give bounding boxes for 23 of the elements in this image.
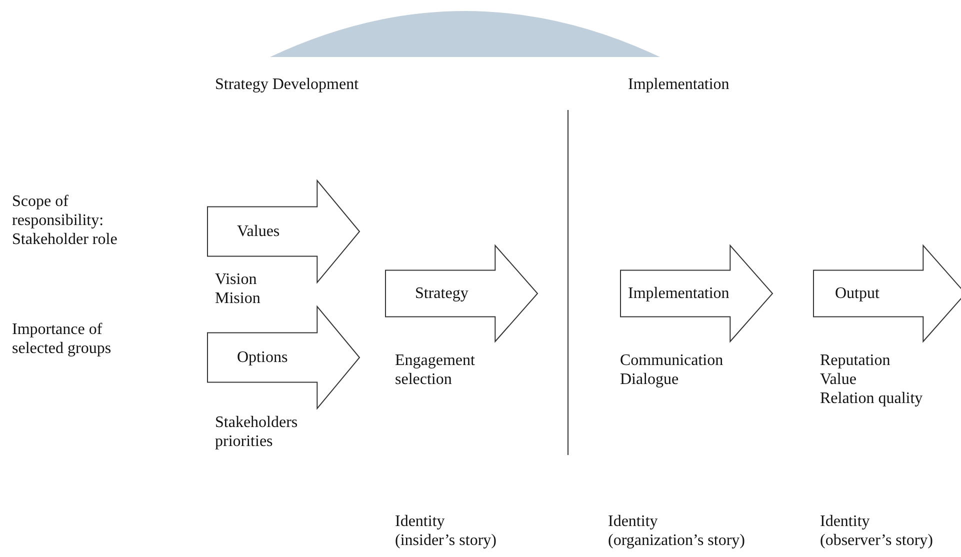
label-text: Scope of responsibility: Stakeholder role	[12, 192, 118, 249]
label-text: Importance of selected groups	[12, 320, 112, 358]
block-arrow	[813, 245, 961, 342]
caption-text: Stakeholders priorities	[215, 413, 299, 451]
section-heading: Implementation	[628, 75, 730, 94]
label-text: Identity (insider’s story)	[395, 512, 498, 550]
arrow-label: Values	[237, 222, 280, 240]
arrow-label: Implementation	[628, 284, 730, 302]
block-arrow	[620, 245, 773, 342]
caption-text: Vision Mision	[215, 270, 262, 308]
caption-text: Communication Dialogue	[620, 351, 724, 389]
arrow-label: Options	[237, 348, 288, 366]
block-arrow	[207, 180, 360, 283]
semicircle-shape	[270, 11, 660, 57]
block-arrow	[385, 245, 538, 342]
label-text: Identity (observer’s story)	[820, 512, 934, 550]
block-arrow	[207, 306, 360, 409]
arrow-label: Strategy	[415, 284, 468, 302]
caption-text: Engagement selection	[395, 351, 476, 389]
caption-text: Reputation Value Relation quality	[820, 351, 924, 408]
label-text: Identity (organization’s story)	[608, 512, 746, 550]
section-heading: Strategy Development	[215, 75, 360, 94]
arrow-label: Output	[835, 284, 880, 302]
